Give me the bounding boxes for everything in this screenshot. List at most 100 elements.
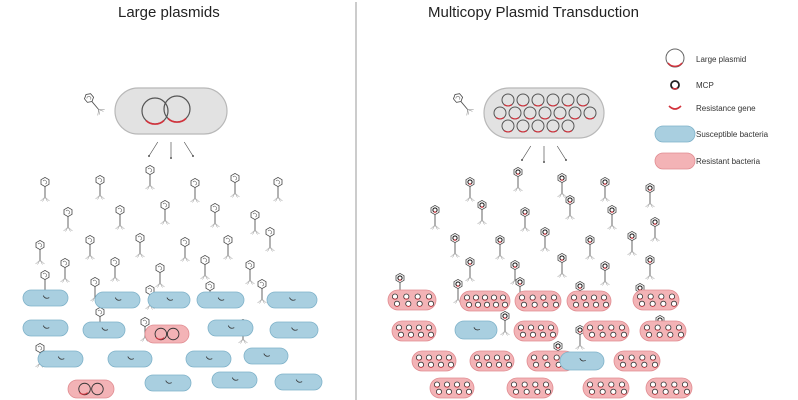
dna-icon [117,207,123,213]
mcp-icon [435,388,442,395]
phage-icon [155,262,165,288]
mcp-icon [538,324,545,331]
susceptible-bacterium [185,350,232,368]
phage-icon [95,306,105,332]
susceptible-bacterium [196,291,245,309]
mcp-icon [503,354,510,361]
phage-icon [565,194,575,220]
dna-icon [202,257,208,263]
mcp-icon [493,354,500,361]
susceptible-bacterium [22,319,69,337]
phage-icon [135,232,145,258]
mcp-icon [391,293,398,300]
dna-icon [147,167,153,173]
phage-icon [245,259,255,285]
dna-icon [37,345,43,351]
mcp-icon [463,381,470,388]
phage-icon [210,202,220,228]
mcp-icon [544,361,551,368]
mcp-icon [608,324,615,331]
mcp-icon [485,361,492,368]
resistant-bacterium [469,350,515,372]
phage-icon [265,226,275,252]
legend-label-mcp: MCP [696,81,714,90]
mcp-icon [519,294,526,301]
resistant-bacterium [429,377,475,399]
mcp-icon [414,293,421,300]
resistant-bacterium [67,379,115,399]
phage-icon [520,206,530,232]
mcp-icon [443,381,450,388]
mcp-icon [620,361,627,368]
mcp-icon [407,331,414,338]
susceptible-bacterium [243,347,289,365]
resistant-bacterium [513,320,559,342]
mcp-icon [533,361,540,368]
phage-icon [35,239,45,265]
mcp-icon [587,381,594,388]
mcp-icon [447,361,454,368]
mcp-icon [589,388,596,395]
phage-icon [465,256,475,282]
legend-label-susceptible-bacteria: Susceptible bacteria [696,130,769,139]
dna-icon [162,202,168,208]
mcp-icon [630,361,637,368]
mcp-icon [435,354,442,361]
legend-label-large-plasmid: Large plasmid [696,55,747,64]
mcp-icon [473,354,480,361]
phage-icon [453,93,474,116]
arrow [183,141,194,157]
dna-icon [147,287,153,293]
mcp-icon [587,324,594,331]
mcp-icon [472,294,479,301]
mcp-icon [463,294,470,301]
phage-icon [500,310,510,336]
mcp-icon [669,293,676,300]
mcp-icon [650,354,657,361]
phage-icon [40,176,50,202]
mcp-icon [551,294,558,301]
mcp-icon [417,361,424,368]
susceptible-bacterium [144,374,192,392]
mcp-icon [650,381,657,388]
phage-icon [430,204,440,230]
mcp-icon [589,331,596,338]
phage-icon [557,252,567,278]
mcp-icon [521,301,528,308]
mcp-icon [427,331,434,338]
mcp-icon [621,388,628,395]
dna-icon [42,179,48,185]
phage-icon [95,174,105,200]
dna-icon [225,237,231,243]
arrow [556,145,567,161]
mcp-icon [571,294,578,301]
resistant-bacterium [144,324,190,344]
mcp-icon [425,293,432,300]
susceptible-bacterium [37,350,84,368]
mcp-icon [684,388,691,395]
mcp-icon [647,293,654,300]
mcp-icon [591,294,598,301]
mcp-icon [542,301,549,308]
mcp-icon [530,331,537,338]
resistance-gene-icon [668,105,682,110]
phage-icon [110,256,120,282]
susceptible-bacterium [82,321,126,339]
mcp-icon [639,354,646,361]
mcp-icon [619,324,626,331]
susceptible-bacterium [559,351,605,371]
phage-icon [627,230,637,256]
mcp-icon [534,388,541,395]
phage-icon [160,199,170,225]
mcp-icon [656,331,663,338]
mcp-icon [658,293,665,300]
right-panel [387,87,693,399]
mcp-icon [455,388,462,395]
phage-icon [180,236,190,262]
mcp-icon [405,300,412,307]
phage-icon [600,260,610,286]
mcp-icon [397,331,404,338]
phage-icon [540,226,550,252]
mcp-icon [599,331,606,338]
mcp-icon [415,354,422,361]
